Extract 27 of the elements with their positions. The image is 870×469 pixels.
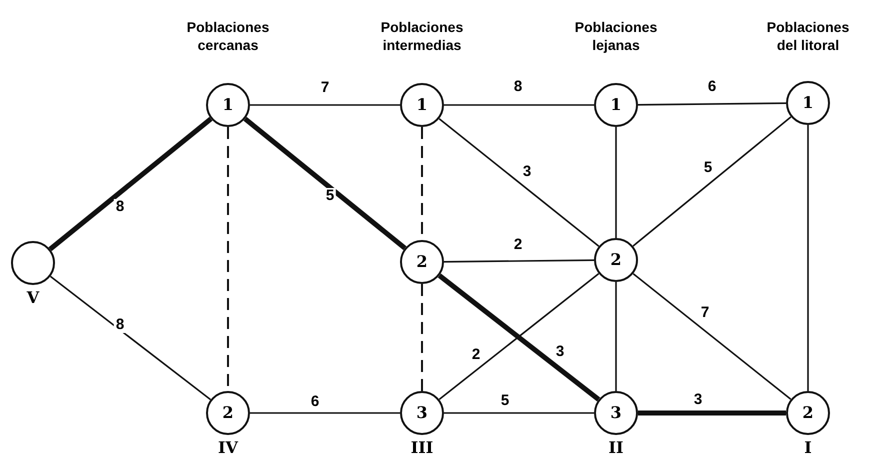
roman-numeral: I	[804, 439, 812, 457]
connector-line	[638, 410, 786, 416]
connector-line	[438, 118, 600, 247]
column-heading: Poblaciones cercanas	[186, 18, 270, 54]
connector-line	[444, 104, 594, 106]
connector-line	[250, 104, 400, 106]
connector-line	[244, 116, 406, 250]
roman-numeral: IV	[218, 439, 238, 457]
connector-line	[615, 127, 617, 238]
edge-label: 8	[114, 317, 126, 333]
column-heading: Poblaciones intermedias	[380, 18, 464, 54]
connector-line	[807, 125, 809, 391]
column-heading: Poblaciones lejanas	[574, 18, 658, 54]
connector-line	[632, 273, 792, 400]
roman-numeral: V	[26, 289, 40, 307]
connector-line	[444, 259, 594, 263]
connector-line	[444, 412, 594, 414]
connector-line	[48, 116, 212, 252]
roman-numeral: II	[608, 439, 624, 457]
connector-line	[615, 282, 617, 391]
connector-line	[250, 412, 400, 414]
dashed-line	[421, 284, 423, 391]
connector-line	[632, 116, 792, 247]
roman-numeral: III	[410, 439, 434, 457]
connector-line	[50, 276, 212, 400]
connector-line	[638, 102, 786, 106]
column-heading: Poblaciones del litoral	[766, 18, 850, 54]
